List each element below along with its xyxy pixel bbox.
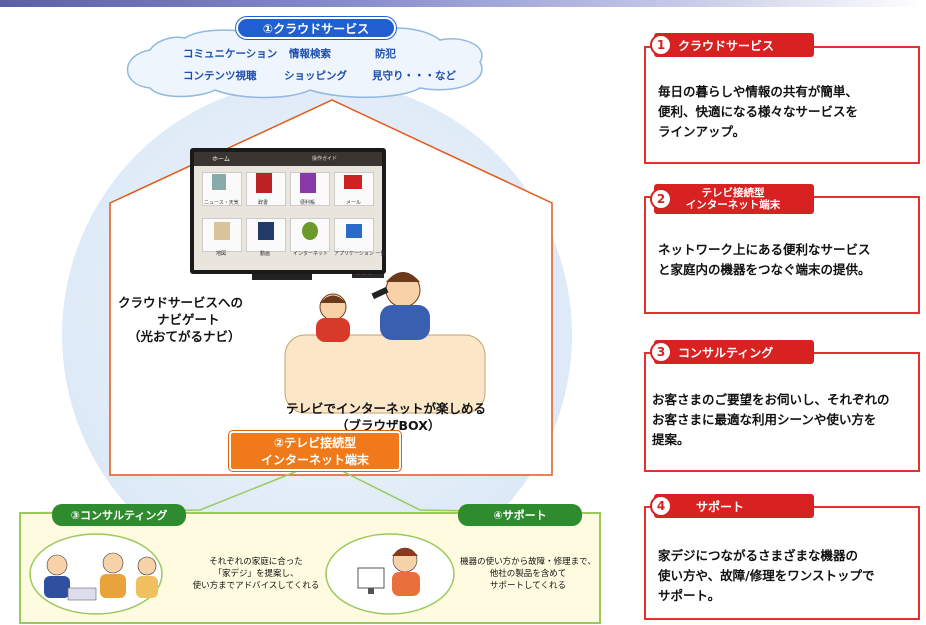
- tv-label-handbook: 便利帳: [300, 199, 315, 206]
- info-title-terminal-line1: テレビ接続型: [678, 187, 788, 199]
- consult-oval: [30, 534, 162, 614]
- map-icon: [214, 222, 230, 240]
- info-support-line3: サポート。: [658, 586, 720, 606]
- info-number-4: 4: [650, 495, 672, 517]
- info-number-1: 1: [650, 34, 672, 56]
- info-consult-line2: お客さまに最適な利用シーンや使い方を: [652, 410, 876, 430]
- tv-label-mail: メール: [346, 199, 361, 206]
- support-line3: サポートしてくれる: [458, 580, 598, 592]
- info-number-2: 2: [650, 188, 672, 210]
- family-mother-figure: [136, 557, 158, 598]
- tv-label-map: 地図: [216, 250, 226, 257]
- family-father-figure: [100, 553, 126, 598]
- consult-line2: 「家デジ」を提案し、: [186, 568, 326, 580]
- cloud-item-search: 情報検索: [289, 46, 331, 61]
- support-line2: 他社の製品を含めて: [458, 568, 598, 580]
- tv-label-internet: インターネット: [293, 250, 328, 257]
- info-cloud-line3: ラインアップ。: [658, 122, 745, 142]
- tv-label-news: ニュース・天気: [204, 199, 239, 206]
- terminal-badge-line2: インターネット端末: [231, 452, 399, 469]
- info-title-support: サポート: [696, 498, 744, 515]
- info-cloud-line1: 毎日の暮らしや情報の共有が簡単、: [658, 82, 858, 102]
- support-oval: [326, 534, 454, 614]
- handbook-icon: [300, 173, 316, 193]
- info-badge-cloud: 1 クラウドサービス: [654, 33, 814, 57]
- info-cloud-line2: 便利、快適になる様々なサービスを: [658, 102, 858, 122]
- tv-label-dictionary: 辞書: [258, 199, 268, 206]
- info-terminal-line1: ネットワーク上にある便利なサービス: [658, 240, 871, 260]
- apps-icon: [346, 224, 362, 238]
- dictionary-icon: [256, 173, 272, 193]
- tv-label-apps: アプリケーション 一覧: [334, 250, 386, 257]
- info-title-terminal-line2: インターネット端末: [678, 199, 788, 211]
- terminal-badge: ②テレビ接続型 インターネット端末: [229, 431, 401, 471]
- info-title-cloud: クラウドサービス: [678, 37, 774, 54]
- consult-line3: 使い方までアドバイスしてくれる: [186, 580, 326, 592]
- news-icon: [212, 174, 226, 190]
- info-badge-support: 4 サポート: [654, 494, 814, 518]
- info-number-3: 3: [650, 341, 672, 363]
- consultant-figure: [44, 555, 70, 598]
- cloud-item-security: 防犯: [375, 46, 396, 61]
- info-support-line2: 使い方や、故障/修理をワンストップで: [658, 566, 874, 586]
- cloud-item-content: コンテンツ視聴: [183, 68, 257, 83]
- cloud-item-communication: コミュニケーション: [183, 46, 277, 61]
- tv-screen: ホーム 操作ガイド ニュース・天気 辞書 便利帳 メール 地図 動画 インターネ…: [190, 148, 386, 274]
- support-line1: 機器の使い方から故障・修理まで、: [458, 556, 598, 568]
- info-badge-consult: 3 コンサルティング: [654, 340, 814, 364]
- consult-line1: それぞれの家庭に合った: [186, 556, 326, 568]
- info-support-line1: 家デジにつながるさまざまな機器の: [658, 546, 858, 566]
- tv-home-label: ホーム: [212, 154, 230, 163]
- info-consult-line3: 提案。: [652, 430, 690, 450]
- navigate-line3: （光おてがるナビ）: [128, 326, 241, 345]
- terminal-badge-line1: ②テレビ接続型: [231, 435, 399, 452]
- info-consult-line1: お客さまのご要望をお伺いし、それぞれの: [652, 390, 890, 410]
- mail-icon: [344, 175, 362, 189]
- tv-guide-label: 操作ガイド: [312, 155, 337, 162]
- info-badge-terminal: 2 テレビ接続型 インターネット端末: [654, 184, 814, 214]
- info-title-consult: コンサルティング: [678, 344, 773, 361]
- internet-icon: [302, 222, 318, 240]
- tv-label-video: 動画: [260, 250, 270, 257]
- cloud-item-shopping: ショッピング: [284, 68, 347, 83]
- cloud-item-watch: 見守り・・・など: [372, 68, 456, 83]
- consult-tag: ③コンサルティング: [52, 504, 186, 526]
- info-terminal-line2: と家庭内の機器をつなぐ端末の提供。: [658, 260, 871, 280]
- laptop: [68, 588, 96, 600]
- support-tag: ④サポート: [458, 504, 582, 526]
- video-icon: [258, 222, 274, 240]
- cloud-service-badge: ①クラウドサービス: [236, 17, 396, 39]
